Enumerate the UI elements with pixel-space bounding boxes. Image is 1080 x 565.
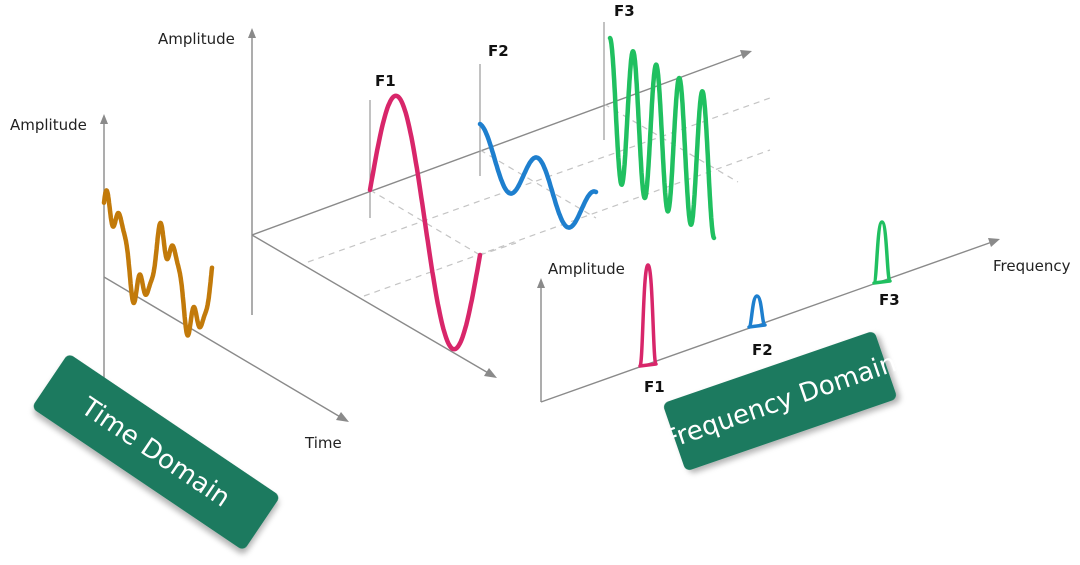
time-axis bbox=[103, 276, 343, 419]
arrow-up-icon bbox=[537, 278, 545, 288]
arrow-right-icon bbox=[988, 238, 1000, 247]
time-domain-axes bbox=[100, 114, 349, 422]
f1-spectrum-peak bbox=[638, 263, 658, 368]
composite-wave bbox=[101, 188, 215, 338]
f1-wave-label: F1 bbox=[375, 72, 396, 90]
component-stems bbox=[369, 22, 605, 218]
f2-spectrum-peak bbox=[747, 294, 767, 329]
f3-peak-label: F3 bbox=[879, 291, 900, 309]
f2-wave-label: F2 bbox=[488, 42, 509, 60]
main-frequency-axis bbox=[251, 53, 745, 236]
main-amplitude-label: Amplitude bbox=[158, 30, 235, 48]
frequency-axis bbox=[540, 241, 993, 403]
frequency-domain-axes bbox=[537, 238, 1000, 403]
time-axis-label: Time bbox=[304, 434, 342, 452]
f2-peak-label: F2 bbox=[752, 341, 773, 359]
f1-peak-label: F1 bbox=[644, 378, 665, 396]
f1-wave bbox=[367, 93, 483, 352]
f3-wave bbox=[607, 35, 717, 241]
arrow-up-icon bbox=[248, 28, 256, 38]
frequency-axis-label: Frequency bbox=[993, 257, 1071, 275]
f3-wave-label: F3 bbox=[614, 2, 635, 20]
f3-spectrum-peak bbox=[872, 220, 892, 285]
guide-lines bbox=[307, 97, 771, 297]
arrow-right-icon bbox=[336, 412, 349, 422]
main-time-axis bbox=[251, 234, 491, 375]
time-amplitude-label: Amplitude bbox=[10, 116, 87, 134]
arrow-right-icon bbox=[484, 368, 497, 378]
arrow-right-icon bbox=[740, 50, 752, 59]
time-domain-banner: Time Domain bbox=[33, 355, 279, 549]
arrow-up-icon bbox=[100, 114, 108, 124]
main-3d-axes bbox=[248, 28, 752, 378]
f2-wave bbox=[477, 121, 599, 230]
freq-amplitude-label: Amplitude bbox=[548, 260, 625, 278]
